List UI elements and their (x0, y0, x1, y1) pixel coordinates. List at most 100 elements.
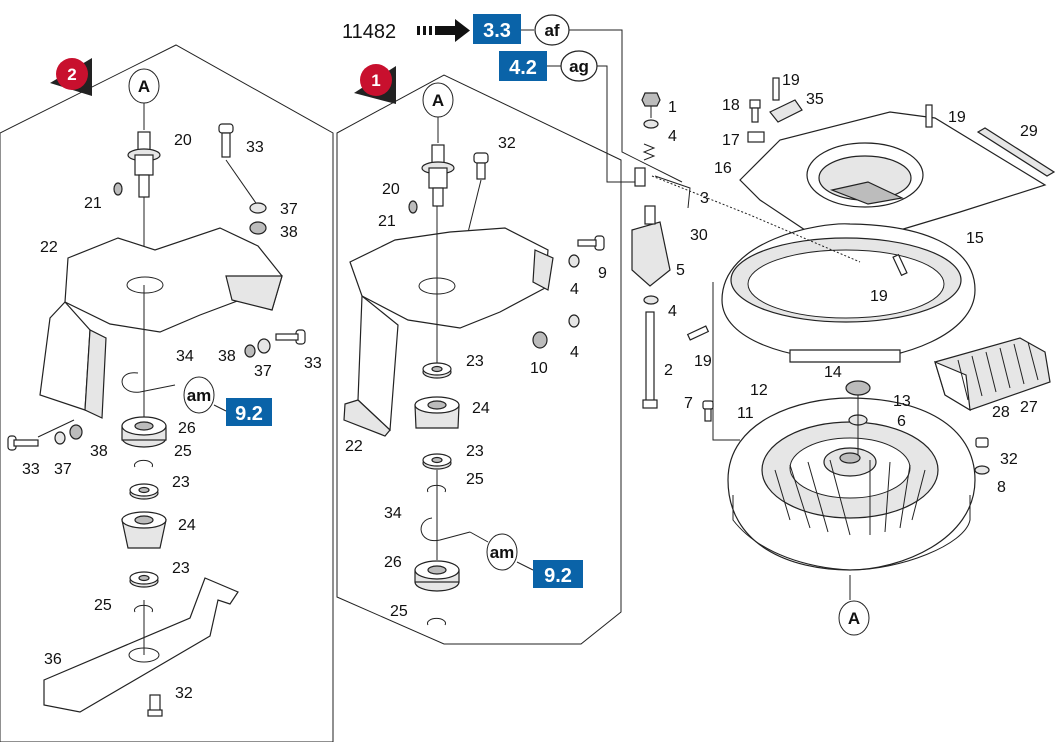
callout: 6 (897, 413, 906, 430)
callout: 23 (172, 560, 190, 577)
callout: 27 (1020, 399, 1038, 416)
panel-view-2: 2 A (0, 44, 334, 742)
callout: 19 (782, 72, 800, 89)
callout: 8 (997, 479, 1006, 496)
bracket-plate (39, 227, 283, 419)
callout: 23 (172, 474, 190, 491)
svg-text:3.3: 3.3 (483, 20, 511, 42)
svg-text:am: am (490, 543, 515, 562)
callout: 19 (948, 109, 966, 126)
callout: 25 (466, 471, 484, 488)
svg-text:A: A (432, 91, 444, 110)
callout: 22 (40, 239, 58, 256)
callout: 37 (280, 201, 298, 218)
ref-box-secondary[interactable]: 4.2 (499, 51, 547, 81)
callout: 32 (175, 685, 193, 702)
callout: 4 (668, 303, 677, 320)
callout: 34 (384, 505, 402, 522)
callout: 25 (174, 443, 192, 460)
svg-text:4.2: 4.2 (509, 57, 537, 79)
circle-tag-am: am (183, 376, 215, 414)
bearing-part (121, 416, 167, 448)
svg-text:ag: ag (569, 57, 589, 76)
shaft-part (421, 144, 455, 207)
fan-housing-upper (721, 223, 976, 363)
callout: 19 (694, 353, 712, 370)
nut-part (641, 92, 661, 107)
bearing-part (129, 571, 159, 588)
ref-box-middle[interactable]: 9.2 (533, 560, 583, 588)
callout: 23 (466, 443, 484, 460)
callout: 38 (280, 224, 298, 241)
bolt-part (473, 152, 489, 180)
callout: 24 (472, 400, 490, 417)
callout: 19 (870, 288, 888, 305)
callout: 13 (893, 393, 911, 410)
callout: 20 (174, 132, 192, 149)
bolt-part (7, 435, 39, 451)
callout: 21 (84, 195, 102, 212)
view-badge-1: 1 (354, 64, 396, 104)
callout: 33 (304, 355, 322, 372)
view-label-a: A (838, 600, 870, 636)
callout: 10 (530, 360, 548, 377)
callout: 9 (598, 265, 607, 282)
callout: 3 (700, 190, 709, 207)
callout: 14 (824, 364, 842, 381)
svg-text:9.2: 9.2 (544, 565, 572, 587)
callouts-left: 20 33 21 37 38 22 38 37 33 34 26 25 23 2… (22, 132, 322, 702)
callout: 29 (1020, 123, 1038, 140)
flexible-duct (934, 337, 1051, 412)
callouts-middle: 32 20 21 4 9 4 10 23 24 23 25 34 26 25 2… (345, 135, 607, 620)
callout: 21 (378, 213, 396, 230)
header-reference: 11482 3.3 af 4.2 ag (342, 14, 683, 183)
svg-text:af: af (544, 21, 559, 40)
callout: 38 (90, 443, 108, 460)
panel-view-1: 1 A (336, 64, 622, 645)
callout: 26 (178, 420, 196, 437)
callout: 25 (390, 603, 408, 620)
callout: 24 (178, 517, 196, 534)
callout: 23 (466, 353, 484, 370)
callout: 7 (684, 395, 693, 412)
fan-housing-lower (727, 397, 976, 571)
bearing-part (422, 362, 452, 379)
callout: 1 (668, 99, 677, 116)
svg-text:9.2: 9.2 (235, 403, 263, 425)
callout: 37 (54, 461, 72, 478)
bolt-part (577, 235, 605, 251)
callout: 33 (22, 461, 40, 478)
callout: 11 (737, 405, 754, 422)
callout: 30 (690, 227, 708, 244)
callout: 12 (750, 382, 768, 399)
circle-tag-ag: ag (560, 50, 598, 82)
circle-tag-af: af (534, 14, 570, 46)
ref-box-left[interactable]: 9.2 (226, 398, 272, 426)
callout: 37 (254, 363, 272, 380)
bearing-part (422, 453, 452, 470)
callout: 28 (992, 404, 1010, 421)
circle-tag-am: am (486, 533, 518, 571)
callout: 32 (1000, 451, 1018, 468)
callout: 4 (570, 344, 579, 361)
bearing-part (129, 483, 159, 500)
callout: 17 (722, 132, 740, 149)
dash-arrow-icon (417, 19, 470, 42)
callout: 4 (570, 281, 579, 298)
ref-box-primary[interactable]: 3.3 (473, 14, 521, 44)
shaft-part (127, 131, 161, 198)
fan-assembly: A 19 35 18 19 17 16 29 1 4 3 30 5 4 15 1… (631, 72, 1056, 636)
callout: 5 (676, 262, 685, 279)
callout: 34 (176, 348, 194, 365)
callout: 16 (714, 160, 732, 177)
svg-text:2: 2 (67, 65, 76, 84)
view-badge-2: 2 (50, 58, 92, 96)
callout: 2 (664, 362, 673, 379)
callout: 4 (668, 128, 677, 145)
bolt-part (147, 694, 163, 717)
bolt-part (275, 329, 306, 345)
bracket-plate (343, 227, 554, 437)
bolt-part (218, 123, 234, 158)
callout: 18 (722, 97, 740, 114)
callouts-right: 19 35 18 19 17 16 29 1 4 3 30 5 4 15 19 … (664, 72, 1038, 496)
